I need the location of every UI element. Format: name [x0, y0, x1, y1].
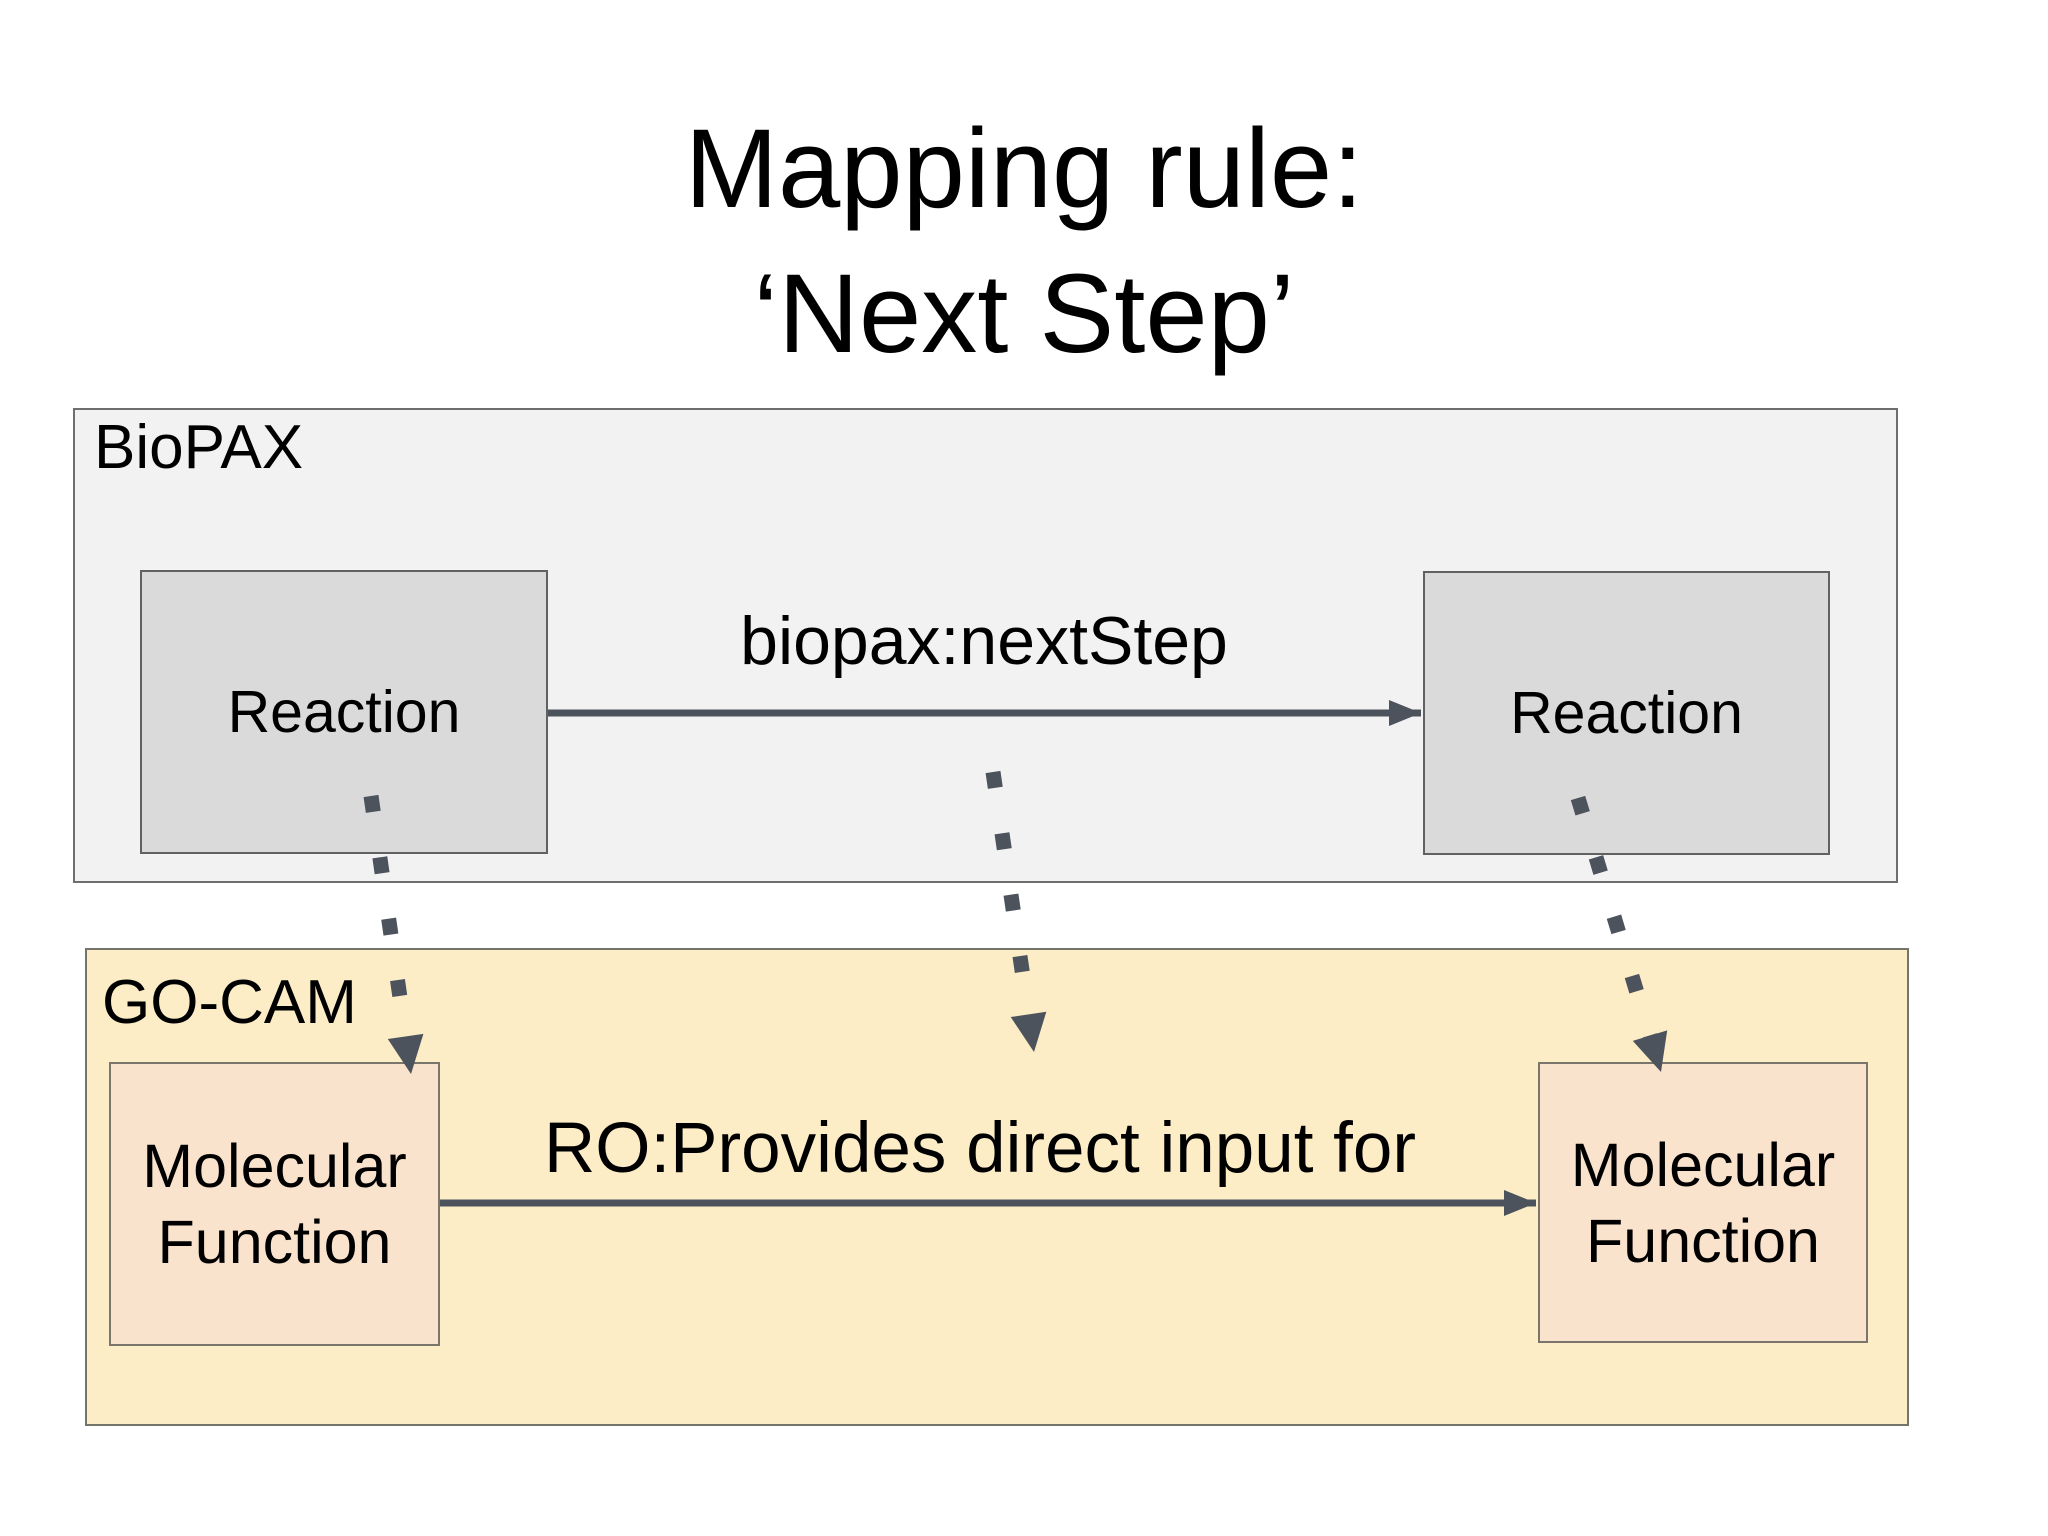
biopax-panel-label: BioPAX	[94, 413, 304, 482]
reaction-node-left: Reaction	[140, 570, 548, 854]
biopax-nextstep-arrow-label: biopax:nextStep	[740, 603, 1228, 679]
reaction-node-left-label: Reaction	[227, 679, 461, 745]
molecular-function-node-left-label: Molecular Function	[142, 1132, 407, 1276]
gocam-panel-label: GO-CAM	[102, 968, 357, 1037]
title-line-1: Mapping rule:	[684, 106, 1364, 231]
title-line-2: ‘Next Step’	[753, 251, 1295, 376]
slide-title: Mapping rule: ‘Next Step’	[0, 96, 2048, 386]
reaction-node-right: Reaction	[1423, 571, 1830, 855]
molecular-function-node-right-label: Molecular Function	[1570, 1130, 1836, 1275]
molecular-function-node-right: Molecular Function	[1538, 1062, 1868, 1343]
molecular-function-node-left: Molecular Function	[109, 1062, 440, 1346]
ro-provides-arrow-label: RO:Provides direct input for	[543, 1109, 1417, 1188]
reaction-node-right-label: Reaction	[1510, 680, 1743, 746]
